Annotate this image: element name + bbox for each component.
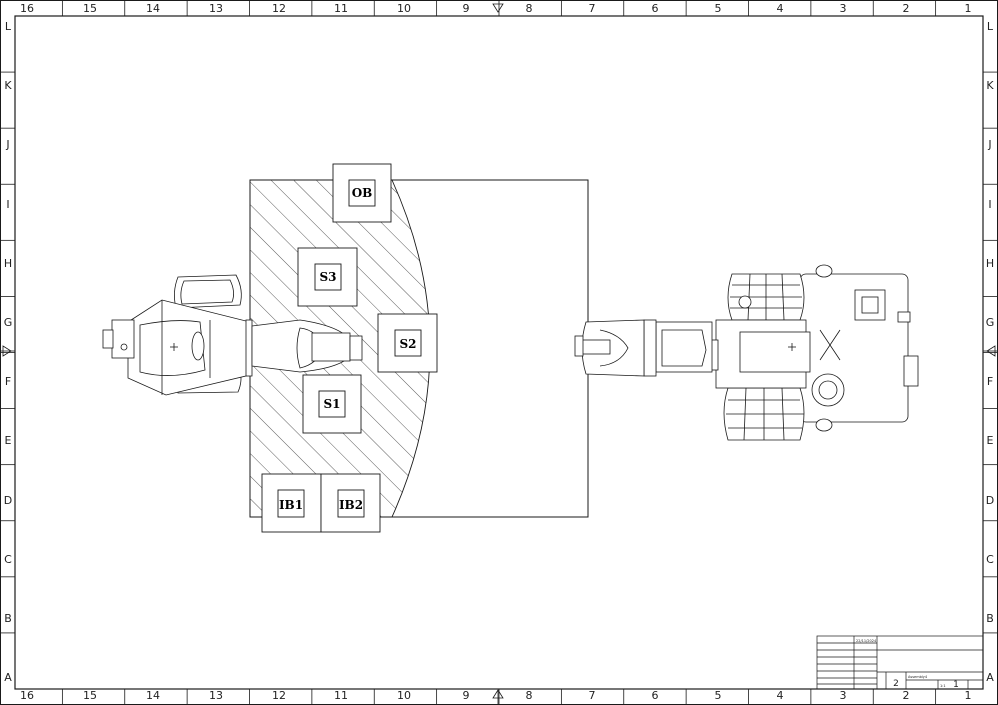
- row-label: L: [987, 20, 994, 33]
- col-label: 9: [463, 689, 470, 702]
- col-label: 3: [840, 689, 847, 702]
- row-label: A: [986, 671, 994, 684]
- station-s1: S1: [302, 374, 362, 434]
- row-label: I: [6, 198, 9, 211]
- col-label: 1: [965, 689, 972, 702]
- title-block-frame: [816, 635, 984, 690]
- row-label: K: [986, 79, 994, 92]
- station-s3: S3: [297, 247, 358, 307]
- col-label: 3: [840, 2, 847, 15]
- row-label: C: [986, 553, 994, 566]
- row-label: H: [4, 257, 12, 270]
- zone-label-s3: S3: [319, 270, 336, 284]
- title-block-name: Assembly4: [908, 675, 928, 679]
- zone-label-ib2: IB2: [339, 498, 363, 512]
- row-label: J: [5, 138, 9, 151]
- col-label: 15: [83, 689, 97, 702]
- title-block-size: 1: [953, 680, 959, 690]
- bottom-column-labels: 16 15 14 13 12 11 10 9 8 7 6 5 4 3 2 1: [20, 689, 972, 702]
- row-label: D: [986, 494, 994, 507]
- row-label: I: [988, 198, 991, 211]
- row-label: H: [986, 257, 994, 270]
- col-label: 10: [397, 689, 411, 702]
- title-block-sheet: 2: [893, 679, 899, 689]
- col-label: 7: [589, 689, 596, 702]
- col-label: 12: [272, 2, 286, 15]
- right-row-labels: L K J I H G F E D C B A: [986, 20, 995, 684]
- left-row-labels: L K J I H G F E D C B A: [4, 20, 13, 684]
- row-label: B: [986, 612, 994, 625]
- row-label: D: [4, 494, 12, 507]
- row-label: F: [987, 375, 993, 388]
- row-label: K: [4, 79, 12, 92]
- row-label: G: [4, 316, 13, 329]
- station-ib1: IB1: [261, 473, 322, 533]
- top-center-mark-icon: [492, 3, 504, 13]
- col-label: 5: [715, 2, 722, 15]
- col-label: 11: [334, 2, 348, 15]
- row-label: B: [4, 612, 12, 625]
- col-label: 10: [397, 2, 411, 15]
- col-label: 1: [965, 2, 972, 15]
- col-label: 7: [589, 2, 596, 15]
- col-label: 4: [777, 689, 784, 702]
- col-label: 13: [209, 689, 223, 702]
- title-block-date: 22/11/2024: [856, 639, 877, 643]
- row-label: J: [987, 138, 991, 151]
- col-label: 9: [463, 2, 470, 15]
- station-ob: OB: [332, 163, 392, 223]
- zone-label-ib1: IB1: [279, 498, 303, 512]
- row-label: A: [4, 671, 12, 684]
- col-label: 5: [715, 689, 722, 702]
- row-label: G: [986, 316, 995, 329]
- title-block-scale: 1:1: [940, 684, 946, 688]
- col-label: 16: [20, 2, 34, 15]
- top-column-labels: 16 15 14 13 12 11 10 9 8 7 6 5 4 3 2 1: [20, 2, 972, 15]
- station-s2: S2: [377, 313, 438, 373]
- col-label: 11: [334, 689, 348, 702]
- col-label: 14: [146, 2, 160, 15]
- row-label: L: [5, 20, 12, 33]
- col-label: 12: [272, 689, 286, 702]
- col-label: 15: [83, 2, 97, 15]
- col-label: 14: [146, 689, 160, 702]
- title-block: [816, 635, 984, 690]
- col-label: 4: [777, 2, 784, 15]
- col-label: 2: [903, 2, 910, 15]
- robot-left-icon: [102, 274, 363, 396]
- row-label: C: [4, 553, 12, 566]
- col-label: 8: [526, 2, 533, 15]
- zone-label-ob: OB: [352, 186, 373, 200]
- col-label: 16: [20, 689, 34, 702]
- col-label: 6: [652, 689, 659, 702]
- zone-label-s2: S2: [399, 337, 416, 351]
- col-label: 8: [526, 689, 533, 702]
- col-label: 13: [209, 2, 223, 15]
- row-label: E: [5, 434, 12, 447]
- station-ib2: IB2: [320, 473, 381, 533]
- col-label: 6: [652, 2, 659, 15]
- zone-label-s1: S1: [323, 397, 340, 411]
- row-label: E: [987, 434, 994, 447]
- col-label: 2: [903, 689, 910, 702]
- row-label: F: [5, 375, 11, 388]
- robot-right-icon: [574, 264, 919, 441]
